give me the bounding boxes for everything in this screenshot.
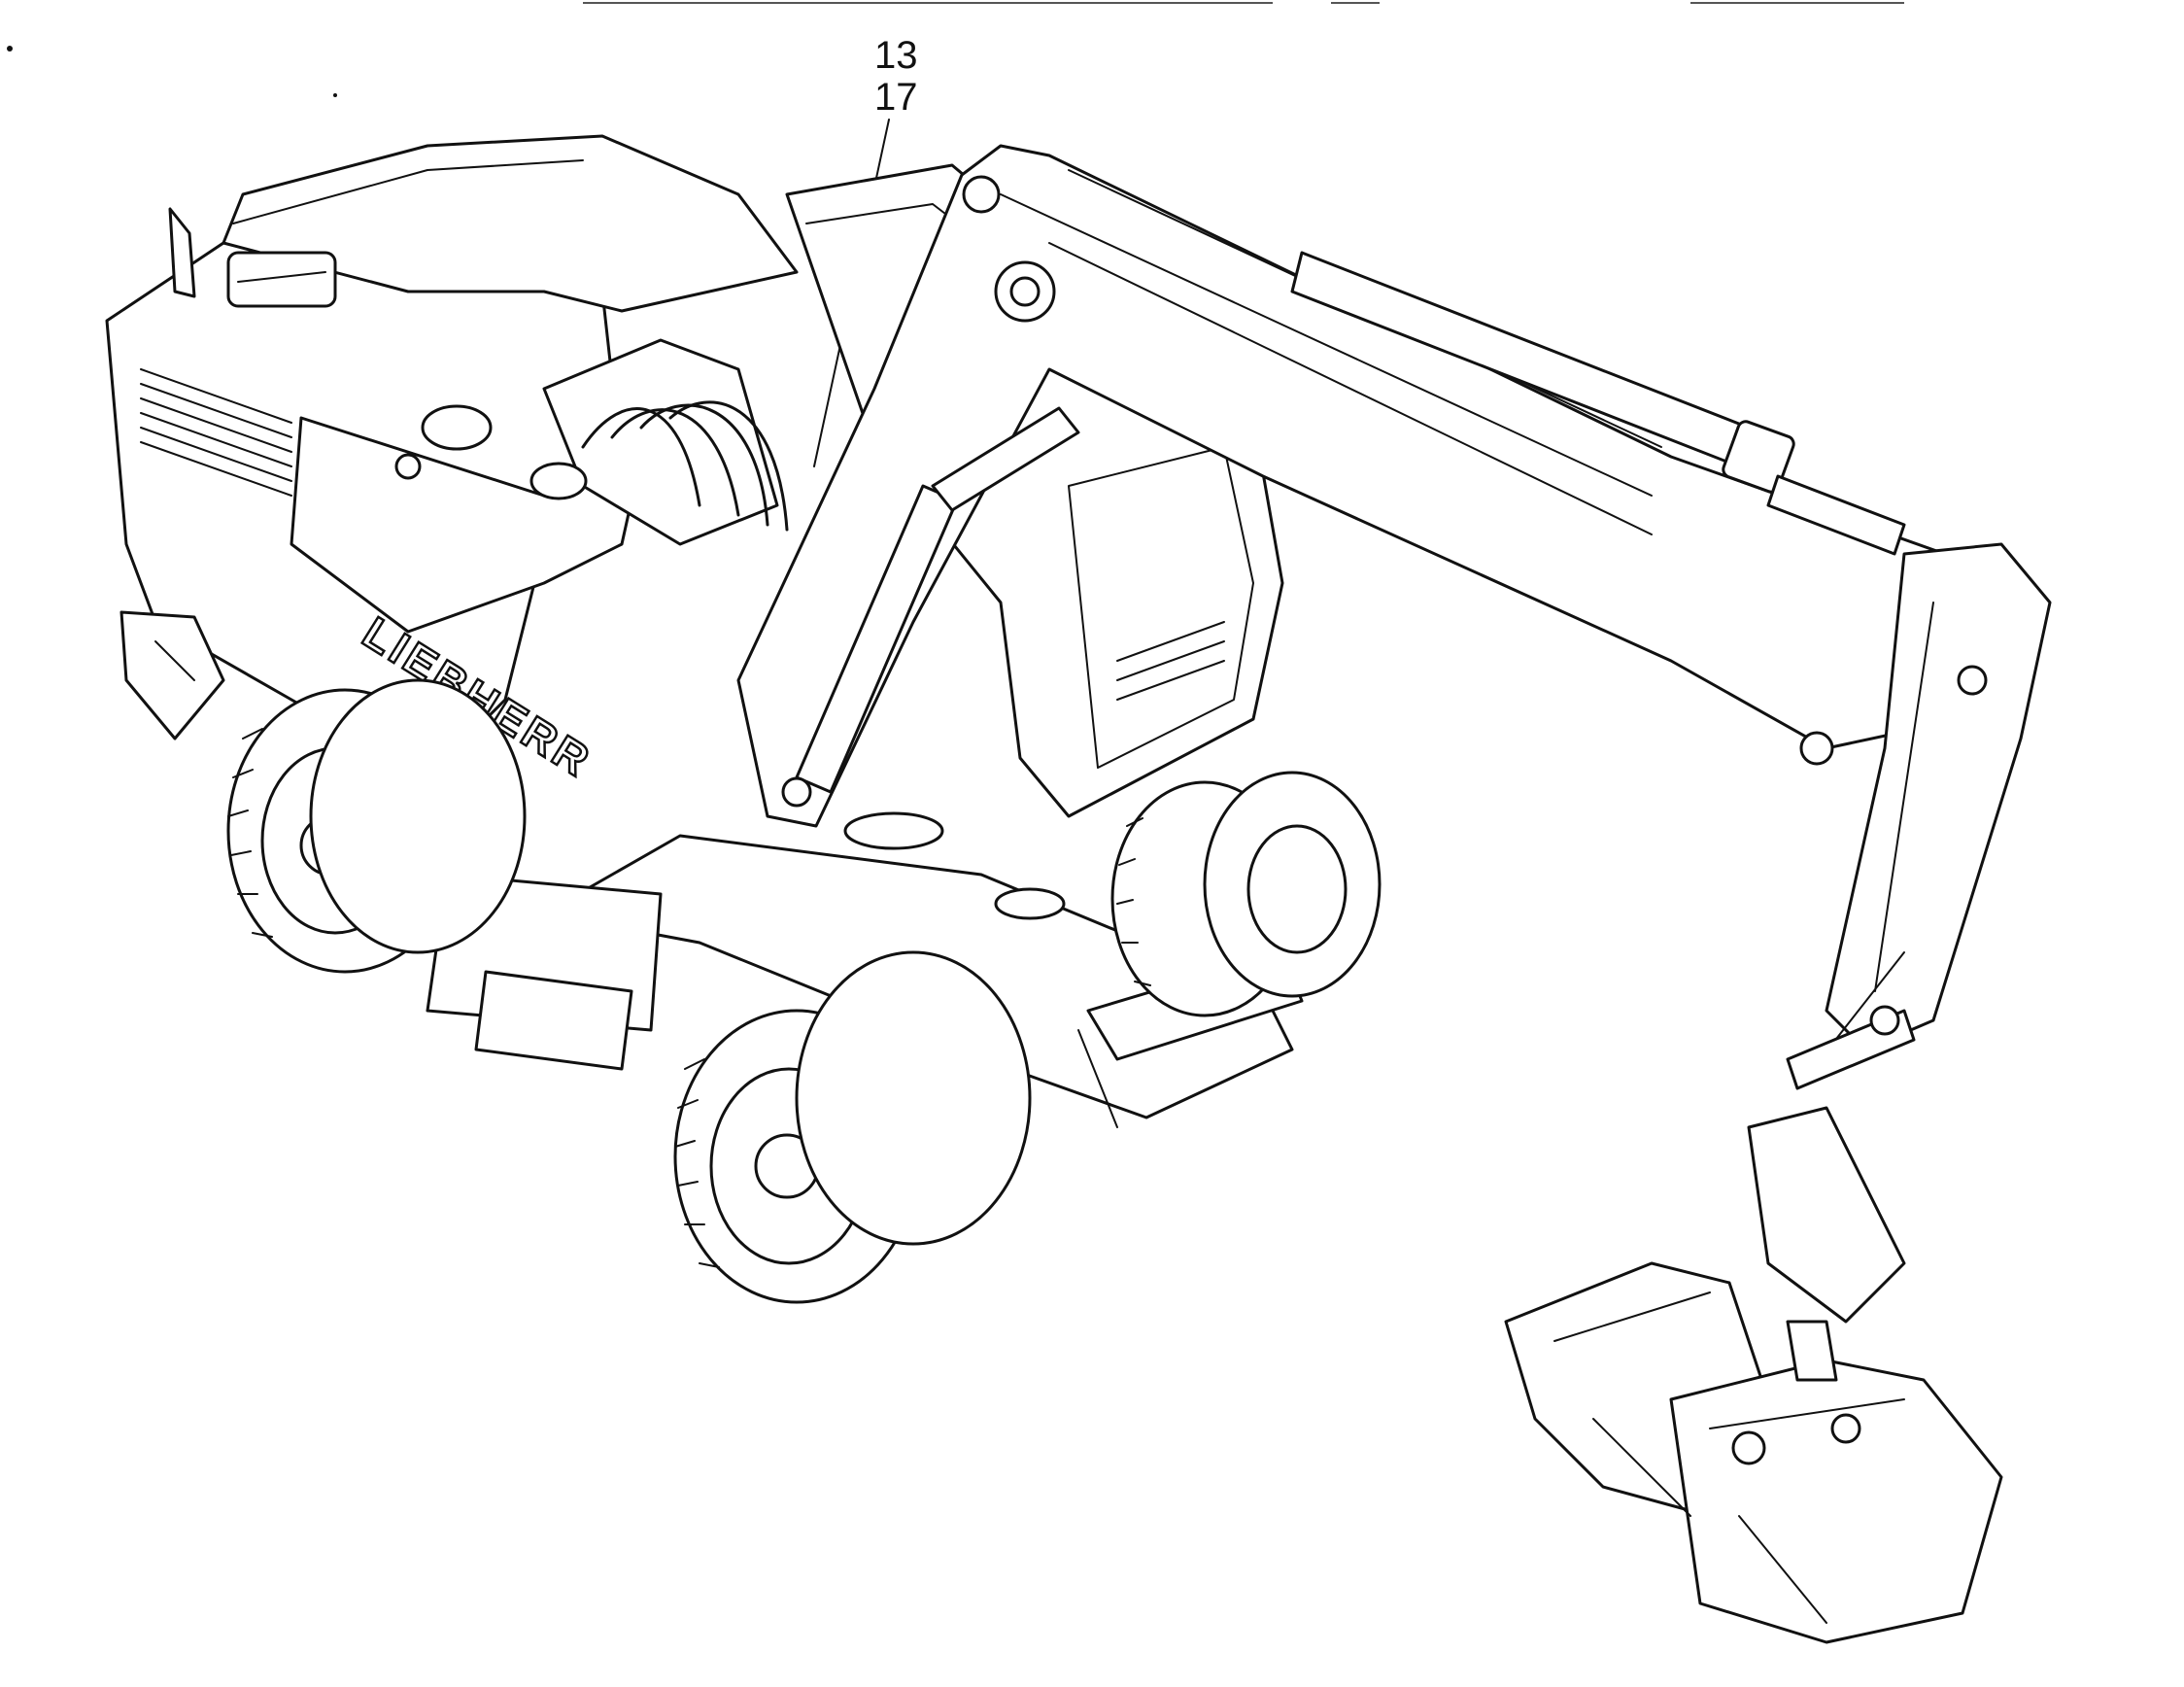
scan-artifacts — [7, 2, 1904, 97]
rear-left-wheels — [226, 678, 527, 974]
hydraulic-tank — [394, 338, 789, 546]
callout-13: 13 — [874, 34, 918, 77]
stick-cylinder — [1290, 251, 1906, 556]
clamshell-bucket — [1504, 1106, 2003, 1644]
boom — [736, 144, 2023, 828]
dozer-blade — [119, 610, 225, 740]
callout-17: 17 — [874, 76, 918, 119]
engine-vent-slots — [140, 368, 292, 497]
stick-arm — [1786, 542, 2052, 1090]
boom-cylinder — [781, 406, 1080, 808]
rear-right-wheels — [1110, 771, 1382, 1017]
tire-treads — [227, 728, 1151, 1268]
callout-group: 13 17 — [813, 34, 918, 467]
front-wheels — [673, 950, 1032, 1304]
